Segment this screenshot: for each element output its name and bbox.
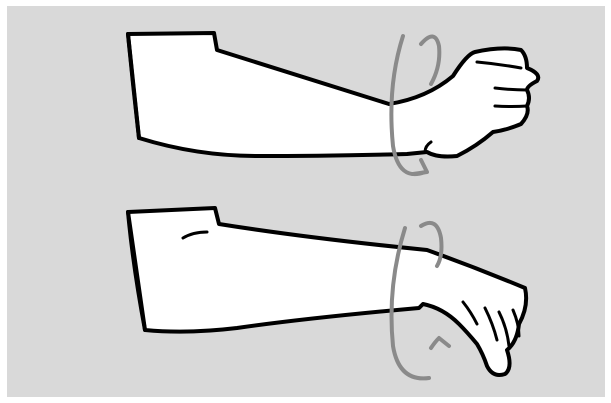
rotation-arrow-icon xyxy=(389,221,451,381)
top-fist-finger-lines xyxy=(423,60,529,154)
bottom-arm-cut-edge xyxy=(126,210,147,332)
top-arm-shape xyxy=(126,31,541,159)
bottom-arm-shape xyxy=(126,206,529,377)
wrist-rotation-illustration xyxy=(7,6,605,397)
rotation-arrow-icon xyxy=(389,34,442,177)
top-arm-cut-edge xyxy=(126,32,141,140)
bottom-arm-elbow-crease xyxy=(181,230,209,240)
forearm-flexed-wrist-bottom xyxy=(126,206,529,381)
forearm-fist-top xyxy=(126,31,541,177)
bottom-hand-finger-lines xyxy=(461,300,521,348)
illustration-panel xyxy=(7,6,605,397)
